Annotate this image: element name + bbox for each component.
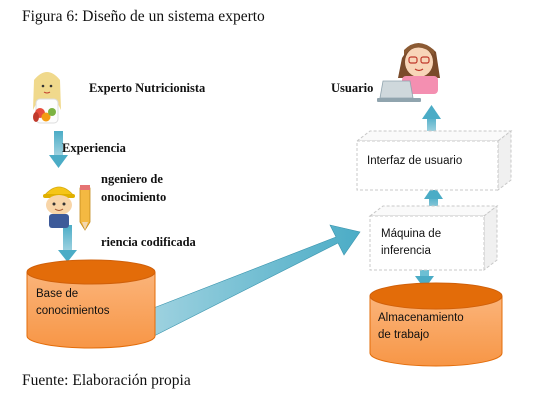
inference-engine-text-line1: Máquina de (381, 228, 442, 240)
knowledge-base-cylinder (26, 259, 156, 349)
user-interface-text: Interfaz de usuario (367, 155, 463, 167)
knowledge-base-text: Base de conocimientos (36, 286, 146, 320)
working-storage-text: Almacenamiento de trabajo (378, 310, 503, 344)
coded-experience-down-arrow (58, 225, 77, 262)
working-storage-cylinder (369, 282, 503, 367)
inference-engine-box (368, 204, 499, 272)
working-storage-text-line1: Almacenamiento (378, 312, 464, 324)
user-at-laptop-icon (377, 43, 440, 102)
coded-experience-label: riencia codificada (101, 235, 196, 249)
knowledge-engineer-label: ngeniero de onocimiento (101, 170, 166, 206)
engineer-with-pencil-icon (43, 185, 91, 231)
expert-label: Experto Nutricionista (89, 81, 206, 95)
figure-source: Fuente: Elaboración propia (22, 372, 191, 389)
experience-label: Experiencia (62, 141, 126, 155)
user-interface-box (355, 129, 513, 192)
user-label: Usuario (331, 81, 374, 95)
knowledge-base-text-line2: conocimientos (36, 305, 110, 317)
experience-down-arrow (49, 131, 68, 168)
interface-to-user-arrow (422, 105, 441, 133)
knowledge-flow-arrow (132, 224, 361, 338)
knowledge-base-text-line1: Base de (36, 288, 79, 300)
nutritionist-figure-icon (33, 72, 61, 124)
knowledge-engineer-label-line1: ngeniero de (101, 172, 163, 186)
inference-to-interface-arrow (424, 185, 443, 212)
inference-engine-text: Máquina de inferencia (381, 226, 481, 260)
inference-engine-text-line2: inferencia (381, 245, 431, 257)
figure-caption: Figura 6: Diseño de un sistema experto (22, 8, 265, 25)
knowledge-engineer-label-line2: onocimiento (101, 190, 167, 204)
working-storage-text-line2: de trabajo (378, 329, 430, 341)
